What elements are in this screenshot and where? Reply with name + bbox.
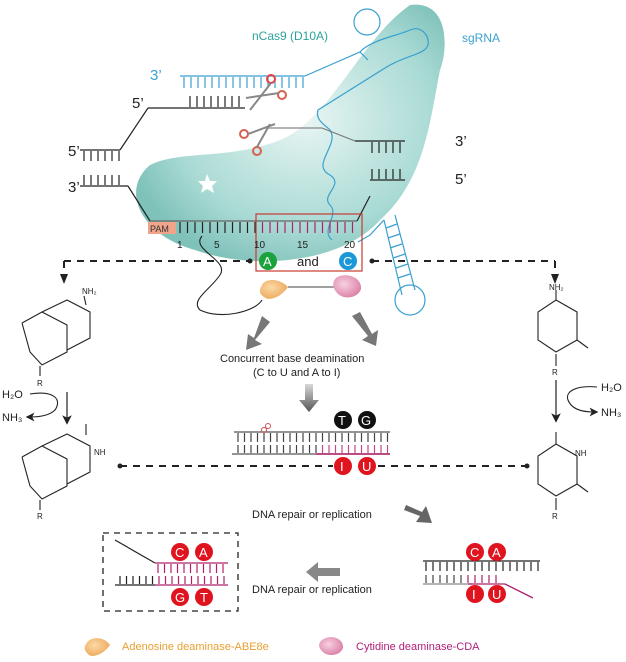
right-nh3: NH₃ — [601, 407, 621, 419]
left-nh3: NH₃ — [2, 412, 22, 424]
nick-i-badge — [466, 585, 484, 603]
ncas9-label: nCas9 (D10A) — [252, 29, 328, 43]
sgrna-strand — [180, 8, 429, 241]
nick-u-letter: U — [492, 587, 501, 602]
adenine-structure — [21, 295, 91, 376]
target-dna — [80, 107, 405, 222]
legend-adenosine-deaminase-label: Adenosine deaminase-ABE8e — [122, 641, 269, 653]
left-3prime-label: 3’ — [68, 179, 80, 196]
right-h2o: H₂O — [601, 382, 622, 394]
gray-arrow-left — [246, 316, 270, 350]
pam-label: PAM — [150, 224, 169, 234]
base-t-badge — [334, 411, 352, 429]
nick-a-letter: A — [492, 545, 501, 560]
deaminase-linker — [196, 235, 263, 316]
nick-a-badge — [488, 543, 506, 561]
uracil-nh: NH — [575, 449, 587, 458]
gray-arrow-left-repair — [306, 562, 340, 582]
cytidine-deaminase-shape — [333, 275, 362, 298]
gray-arrow-diag — [404, 505, 432, 523]
star-icon — [198, 174, 217, 193]
final-duplex — [114, 539, 228, 586]
position-20: 20 — [344, 240, 356, 251]
legend-cytidine-deaminase-icon — [319, 637, 344, 656]
nick-u-badge — [488, 585, 506, 603]
right-3prime-label: 3’ — [455, 133, 467, 150]
cytosine-structure — [537, 290, 589, 366]
inosine-structure — [21, 424, 91, 510]
final-t-letter: T — [200, 590, 208, 605]
gray-arrow-right — [352, 312, 378, 346]
base-u-letter: U — [362, 459, 371, 474]
ncas9-protein-shape — [136, 4, 445, 262]
and-label: and — [297, 254, 319, 269]
right-5prime-label: 5’ — [455, 171, 467, 188]
base-i-letter: I — [340, 459, 344, 474]
nick-c-letter: C — [470, 545, 479, 560]
adenine-r: R — [37, 379, 43, 388]
base-g-letter: G — [361, 413, 371, 428]
final-a-letter: A — [199, 545, 208, 560]
adenine-nh2: NH₂ — [82, 287, 97, 296]
final-c-letter: C — [175, 545, 184, 560]
pam-badge — [148, 222, 176, 234]
uracil-structure — [537, 432, 589, 510]
uracil-r: R — [552, 512, 558, 521]
inosine-r: R — [37, 512, 43, 521]
final-t-badge — [195, 588, 213, 606]
nick-i-letter: I — [472, 587, 476, 602]
position-15: 15 — [297, 240, 309, 251]
final-g-letter: G — [175, 590, 185, 605]
nicked-duplex — [423, 560, 540, 599]
cytosine-badge — [339, 252, 357, 270]
cytosine-letter: C — [343, 254, 352, 269]
repair-label-1: DNA repair or replication — [252, 509, 372, 521]
repair-label-2: DNA repair or replication — [252, 584, 372, 596]
adenine-badge — [259, 252, 277, 270]
position-5: 5 — [214, 240, 220, 251]
base-i-badge — [334, 457, 352, 475]
editing-window-box — [255, 213, 363, 272]
cytosine-nh2: NH₂ — [549, 283, 564, 292]
final-c-badge — [171, 543, 189, 561]
legend-cytidine-deaminase-label: Cytidine deaminase-CDA — [356, 641, 480, 653]
concurrent-line1: Concurrent base deamination — [220, 353, 364, 365]
scissors-icon — [239, 74, 287, 156]
left-5prime-label: 5’ — [68, 143, 80, 160]
left-h2o: H₂O — [2, 389, 23, 401]
concurrent-line2: (C to U and A to I) — [253, 367, 340, 379]
inosine-nh: NH — [94, 448, 106, 457]
legend-adenosine-deaminase-icon — [84, 638, 110, 656]
top-5prime-label: 5’ — [132, 95, 144, 112]
position-1: 1 — [177, 240, 183, 251]
sgrna-3prime-label: 3’ — [150, 67, 162, 84]
base-g-badge — [358, 411, 376, 429]
base-u-badge — [358, 457, 376, 475]
adenosine-deaminase-shape — [260, 279, 288, 299]
final-product-box — [102, 532, 239, 612]
nick-c-badge — [466, 543, 484, 561]
cytosine-r: R — [552, 368, 558, 377]
sgrna-label: sgRNA — [462, 31, 500, 45]
intermediate-duplex — [232, 423, 390, 455]
final-a-badge — [195, 543, 213, 561]
position-10: 10 — [254, 240, 266, 251]
adenine-letter: A — [263, 254, 272, 269]
gray-arrow-down — [299, 384, 319, 412]
final-g-badge — [171, 588, 189, 606]
base-t-letter: T — [338, 413, 346, 428]
